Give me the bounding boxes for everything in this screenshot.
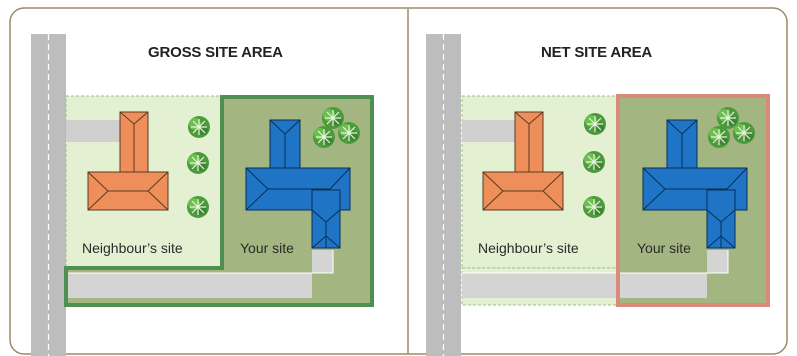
your-house: [245, 119, 351, 249]
tree: [732, 121, 756, 145]
neighbour-house: [87, 111, 169, 211]
gross-site-area-title: GROSS SITE AREA: [148, 44, 283, 61]
tree: [716, 106, 740, 130]
access-driveway: [66, 250, 333, 298]
your-site-label: Your site: [637, 240, 691, 256]
tree: [707, 125, 731, 149]
neighbour-house: [482, 111, 564, 211]
gross-site-boundary: [64, 95, 374, 307]
tree: [582, 195, 606, 219]
tree: [321, 106, 345, 130]
tree: [582, 150, 606, 174]
neighbour-site-label: Neighbour’s site: [478, 240, 579, 256]
your-house: [642, 119, 748, 249]
neighbour-site-label: Neighbour’s site: [82, 240, 183, 256]
your-site-label: Your site: [240, 240, 294, 256]
tree: [186, 151, 210, 175]
neighbour-driveway: [462, 120, 522, 142]
tree: [187, 115, 211, 139]
net-site-boundary: [616, 94, 770, 307]
driveway-edge: [462, 250, 729, 274]
net-site-panel: [426, 34, 770, 356]
gross-site-panel: [31, 34, 374, 356]
net-site-area-title: NET SITE AREA: [541, 44, 653, 61]
driveway-edge: [66, 250, 334, 274]
tree: [583, 112, 607, 136]
tree: [312, 125, 336, 149]
tree: [337, 121, 361, 145]
tree: [186, 195, 210, 219]
neighbour-driveway: [66, 120, 126, 142]
access-driveway: [462, 250, 728, 298]
